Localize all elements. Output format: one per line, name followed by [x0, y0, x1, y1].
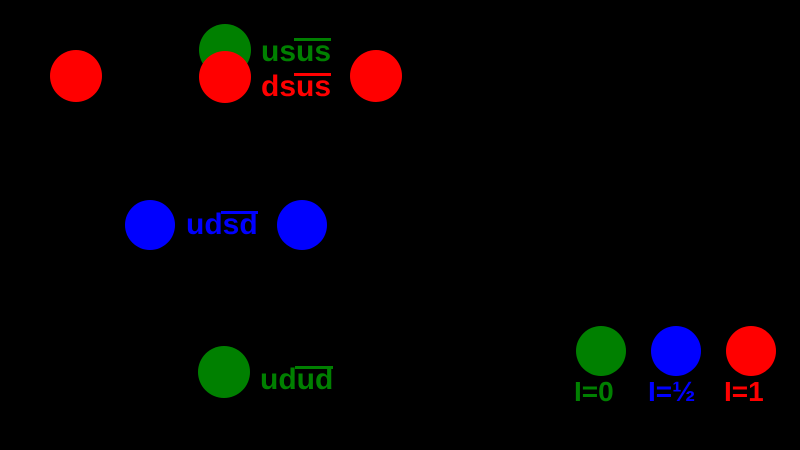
state-dot-red-middle: [199, 51, 251, 103]
antiquark-part: sd: [222, 208, 258, 241]
legend-dot-isospin-1: [726, 326, 776, 376]
antiquark-part: ud: [296, 363, 334, 396]
state-dot-red-left: [50, 50, 102, 102]
legend-label-isospin-1: I=1: [724, 376, 764, 407]
legend-dot-isospin-half: [651, 326, 701, 376]
quark-part: ds: [261, 70, 297, 103]
legend-dot-isospin-0: [576, 326, 626, 376]
state-dot-blue-left: [125, 200, 175, 250]
state-label-dsus: dsus: [261, 72, 331, 102]
state-dot-green-bottom: [198, 346, 250, 398]
quark-part: ud: [260, 363, 297, 396]
state-dot-red-right: [350, 50, 402, 102]
quark-part: us: [261, 35, 297, 68]
legend-label-isospin-0: I=0: [574, 376, 614, 407]
antiquark-part: us: [296, 35, 332, 68]
antiquark-part: us: [296, 70, 332, 103]
state-label-udsd: udsd: [186, 210, 258, 240]
state-dot-blue-right: [277, 200, 327, 250]
quark-part: ud: [186, 208, 223, 241]
state-label-usus: usus: [261, 37, 331, 67]
state-label-udud: udud: [260, 365, 333, 395]
legend-label-isospin-half: I=½: [648, 376, 696, 407]
